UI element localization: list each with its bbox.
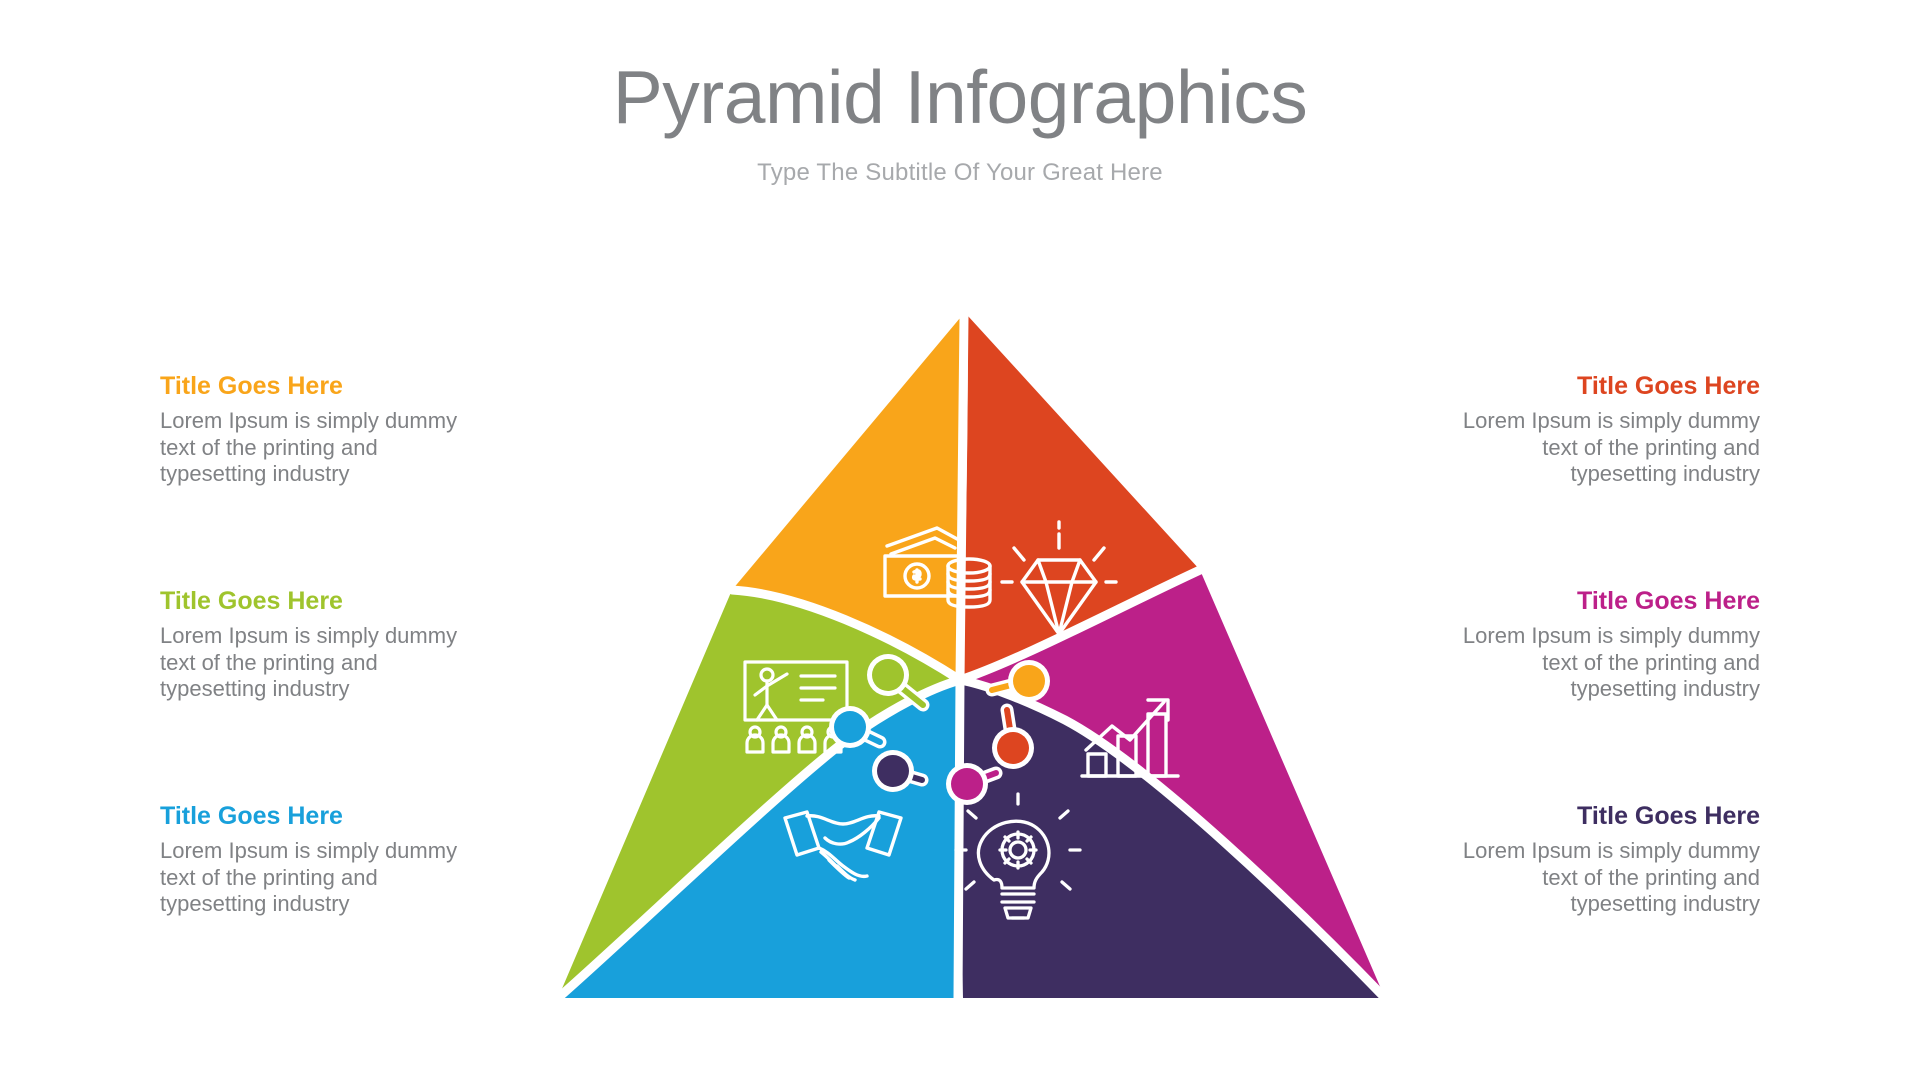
info-title-red: Title Goes Here (1577, 372, 1760, 400)
info-body-blue: Lorem Ipsum is simply dummy text of the … (160, 837, 458, 917)
info-title-magenta: Title Goes Here (1577, 587, 1760, 615)
slice-blue[interactable] (558, 680, 960, 998)
handshake-icon (783, 810, 903, 882)
info-block-blue[interactable]: Title Goes Here Lorem Ipsum is simply du… (160, 802, 490, 918)
slice-green[interactable] (558, 590, 960, 998)
pyramid-diagram (540, 290, 1400, 1020)
growth-chart-icon (1080, 698, 1180, 778)
connector-pin-red[interactable] (992, 703, 1034, 769)
connector-pin-orange[interactable] (985, 660, 1050, 702)
presentation-training-icon (743, 660, 849, 754)
connector-pin-green[interactable] (867, 654, 930, 712)
diamond-icon (1000, 520, 1118, 636)
connector-pins (829, 654, 1050, 805)
connector-pin-magenta[interactable] (946, 763, 1003, 805)
slide-header: Pyramid Infographics Type The Subtitle O… (0, 58, 1920, 187)
info-title-blue: Title Goes Here (160, 802, 343, 830)
lightbulb-gear-icon (954, 792, 1082, 920)
info-block-orange[interactable]: Title Goes Here Lorem Ipsum is simply du… (160, 372, 490, 488)
info-block-green[interactable]: Title Goes Here Lorem Ipsum is simply du… (160, 587, 490, 703)
info-title-green: Title Goes Here (160, 587, 343, 615)
divider-apex (955, 312, 969, 685)
info-block-magenta[interactable]: Title Goes Here Lorem Ipsum is simply du… (1430, 587, 1760, 703)
slice-orange-shape[interactable] (732, 318, 960, 680)
page-subtitle: Type The Subtitle Of Your Great Here (757, 158, 1163, 186)
info-block-red[interactable]: Title Goes Here Lorem Ipsum is simply du… (1430, 372, 1760, 488)
info-body-orange: Lorem Ipsum is simply dummy text of the … (160, 407, 458, 487)
info-block-navy[interactable]: Title Goes Here Lorem Ipsum is simply du… (1430, 802, 1760, 918)
money-cash-icon (883, 526, 992, 609)
info-body-navy: Lorem Ipsum is simply dummy text of the … (1462, 837, 1760, 917)
connector-pin-blue[interactable] (829, 706, 887, 749)
divider-red-magenta (955, 565, 1205, 685)
info-title-navy: Title Goes Here (1577, 802, 1760, 830)
info-body-green: Lorem Ipsum is simply dummy text of the … (160, 622, 458, 702)
divider-orange-green (727, 585, 965, 685)
info-body-magenta: Lorem Ipsum is simply dummy text of the … (1462, 622, 1760, 702)
divider-blue-navy (953, 675, 965, 1003)
info-title-orange: Title Goes Here (160, 372, 343, 400)
pyramid-slices (558, 316, 1385, 998)
slice-navy[interactable] (960, 680, 1385, 998)
info-body-red: Lorem Ipsum is simply dummy text of the … (1462, 407, 1760, 487)
page-title: Pyramid Infographics (612, 55, 1308, 139)
connector-pin-navy[interactable] (872, 750, 929, 792)
slice-red[interactable] (960, 316, 1200, 680)
